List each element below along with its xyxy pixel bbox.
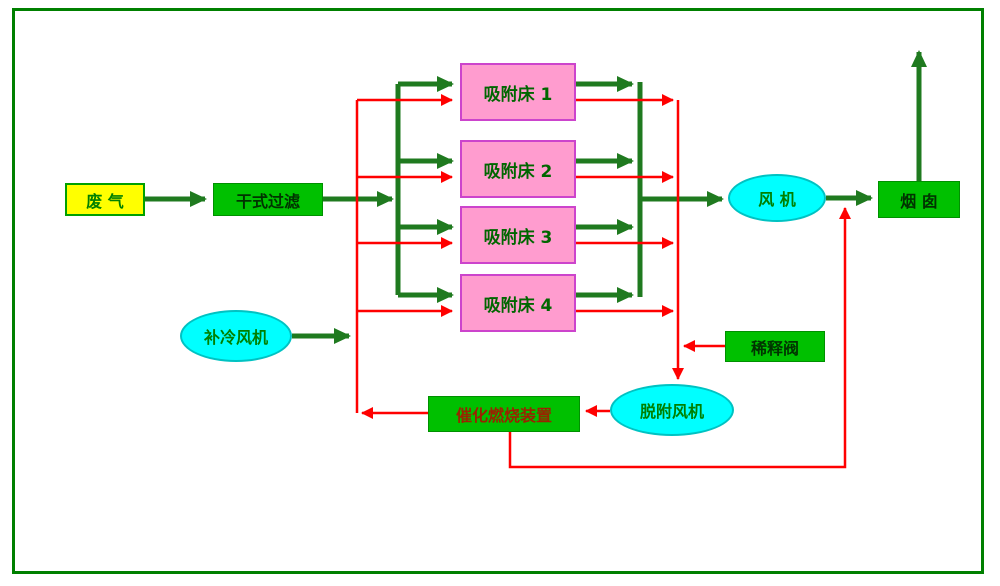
node-chimney: 烟 囱 (878, 181, 960, 218)
node-adsorption-bed-4: 吸附床 4 (460, 274, 576, 332)
node-waste-gas: 废 气 (65, 183, 145, 216)
main-flow-lines (145, 50, 927, 344)
node-adsorption-bed-1: 吸附床 1 (460, 63, 576, 121)
node-cooling-fan: 补冷风机 (180, 310, 292, 362)
regeneration-flow-lines (355, 94, 851, 469)
node-desorption-fan: 脱附风机 (610, 384, 734, 436)
node-dilution-valve: 稀释阀 (725, 331, 825, 362)
node-adsorption-bed-2: 吸附床 2 (460, 140, 576, 198)
diagram-border (12, 8, 984, 574)
node-fan: 风 机 (728, 174, 826, 222)
node-catalytic-burner: 催化燃烧装置 (428, 396, 580, 432)
node-dry-filter: 干式过滤 (213, 183, 323, 216)
node-adsorption-bed-3: 吸附床 3 (460, 206, 576, 264)
